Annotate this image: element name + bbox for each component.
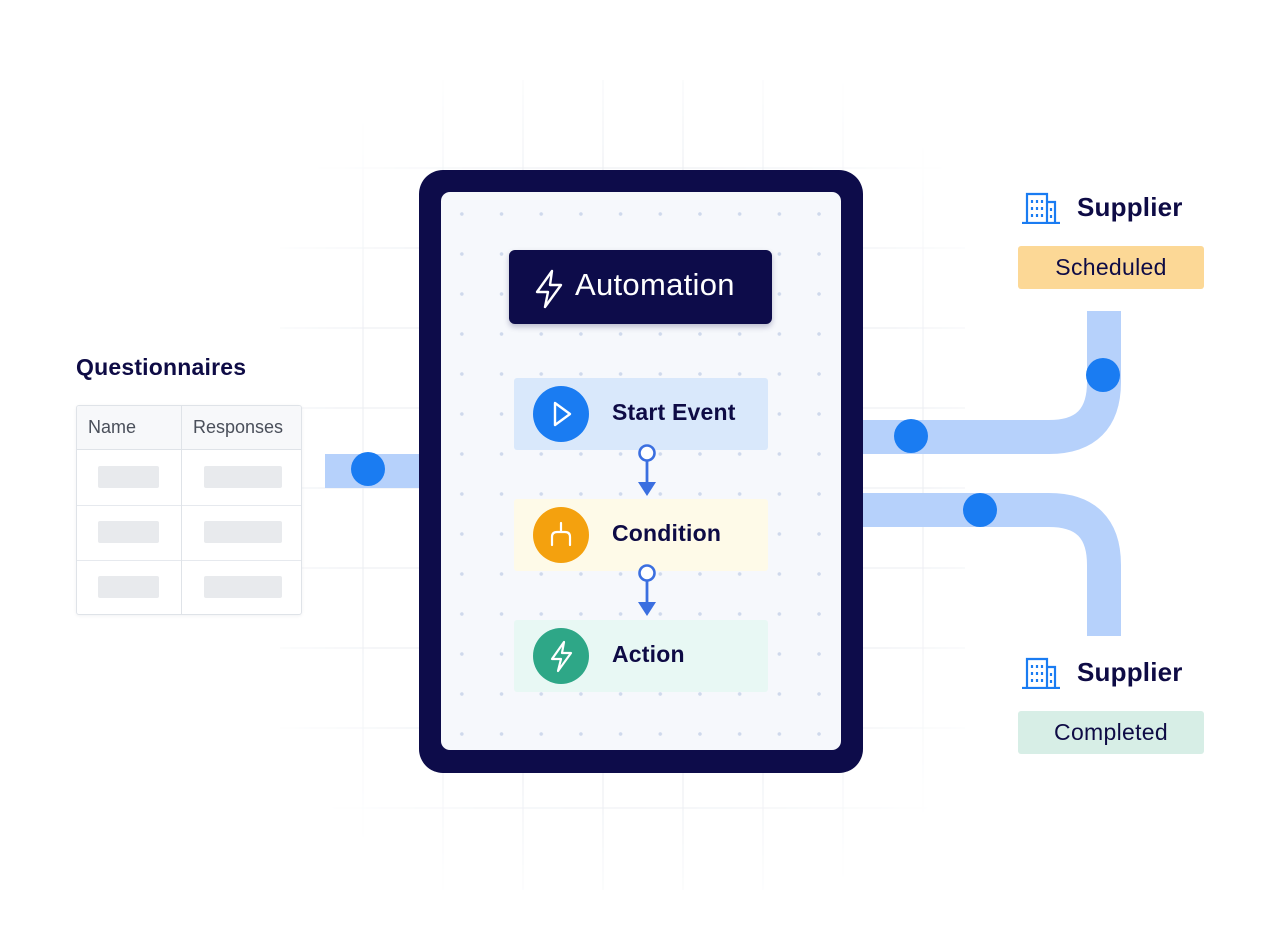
automation-header[interactable]: Automation <box>509 250 772 324</box>
supplier-label: Supplier <box>1077 657 1183 687</box>
step-label: Start Event <box>612 399 736 425</box>
table-row[interactable] <box>77 450 301 506</box>
connector-dot <box>963 493 997 527</box>
connector-dot <box>1086 358 1120 392</box>
step-connectors <box>638 444 656 616</box>
column-header-responses: Responses <box>193 417 284 437</box>
table-row[interactable] <box>77 505 301 561</box>
connector-dot <box>894 419 928 453</box>
building-icon <box>1022 192 1060 224</box>
cell-placeholder <box>98 521 159 543</box>
cell-placeholder <box>204 466 282 488</box>
connector-dot <box>351 452 385 486</box>
pipe-supplier-completed <box>850 493 1121 636</box>
questionnaires-title: Questionnaires <box>76 354 247 380</box>
play-icon <box>553 401 572 427</box>
column-header-name: Name <box>88 417 137 437</box>
cell-placeholder <box>98 466 159 488</box>
step-start-event[interactable]: Start Event <box>514 378 768 450</box>
lightning-icon <box>535 269 563 309</box>
step-label: Action <box>612 641 685 667</box>
step-condition[interactable]: Condition <box>514 499 768 571</box>
cell-placeholder <box>204 576 282 598</box>
lightning-icon <box>550 640 573 673</box>
status-badge-scheduled: Scheduled <box>1018 246 1204 289</box>
step-action[interactable]: Action <box>514 620 768 692</box>
supplier-label: Supplier <box>1077 192 1183 222</box>
connector-arrow <box>638 444 656 496</box>
cell-placeholder <box>98 576 159 598</box>
cell-placeholder <box>204 521 282 543</box>
branch-icon <box>550 521 572 547</box>
questionnaires-table: Name Responses <box>76 405 302 615</box>
pipe-supplier-scheduled <box>850 311 1121 454</box>
step-icon-circle <box>533 507 589 563</box>
step-icon-circle <box>533 628 589 684</box>
building-icon <box>1022 657 1060 689</box>
table-header: Name Responses <box>77 406 301 450</box>
table-row[interactable] <box>77 560 301 614</box>
step-icon-circle <box>533 386 589 442</box>
column-divider <box>181 406 182 614</box>
automation-title: Automation <box>575 267 735 302</box>
connector-arrow <box>638 564 656 616</box>
step-label: Condition <box>612 520 722 546</box>
status-badge-completed: Completed <box>1018 711 1204 754</box>
